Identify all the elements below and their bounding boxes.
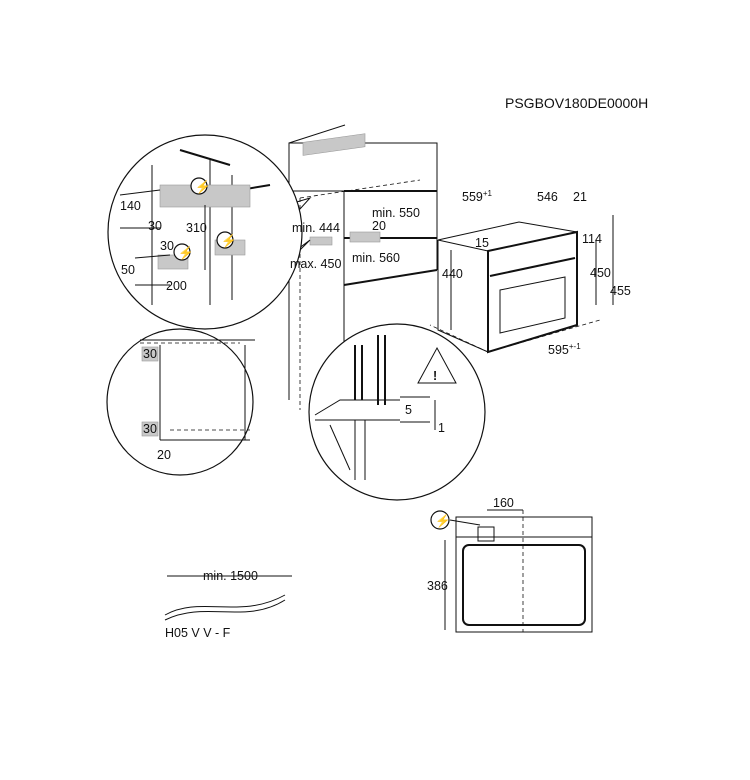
label-30b: 30	[160, 239, 174, 253]
svg-text:⚡: ⚡	[178, 245, 194, 261]
label-30-top: 30	[143, 347, 157, 361]
label-386: 386	[427, 579, 448, 593]
label-min-550: min. 550	[372, 206, 420, 220]
label-455: 455	[610, 284, 631, 298]
label-5: 5	[405, 403, 412, 417]
svg-text:⚡: ⚡	[195, 179, 211, 195]
svg-text:!: !	[433, 369, 437, 383]
label-max-450: max. 450	[290, 257, 341, 271]
label-546: 546	[537, 190, 558, 204]
label-30a: 30	[148, 219, 162, 233]
label-min-444: min. 444	[292, 221, 340, 235]
warning-triangle-icon: !	[417, 346, 457, 384]
label-450: 450	[590, 266, 611, 280]
connection-drawing: ⚡	[430, 509, 593, 633]
model-code: PSGBOV180DE0000H	[505, 95, 648, 111]
svg-text:⚡: ⚡	[221, 233, 237, 249]
label-559: 559+1	[462, 189, 493, 204]
label-50: 50	[121, 263, 135, 277]
label-160: 160	[493, 496, 514, 510]
label-200: 200	[166, 279, 187, 293]
label-20-side: 20	[157, 448, 171, 462]
label-cable-type: H05 V V - F	[165, 626, 231, 640]
detail-side-clearance	[106, 328, 254, 476]
label-21: 21	[573, 190, 587, 204]
label-20: 20	[372, 219, 386, 233]
power-bolt-icon: ⚡ ⚡ ⚡	[173, 177, 237, 261]
label-595: 595+-1	[548, 342, 581, 357]
detail-mounting	[308, 323, 486, 501]
label-min-560: min. 560	[352, 251, 400, 265]
oven-drawing	[429, 221, 601, 354]
label-1: 1	[438, 421, 445, 435]
label-114: 114	[582, 232, 602, 246]
label-15: 15	[475, 236, 489, 250]
power-bolt-icon: ⚡	[435, 513, 451, 529]
label-440: 440	[442, 267, 463, 281]
label-140: 140	[120, 199, 141, 213]
label-cable-length: min. 1500	[203, 569, 258, 583]
detail-power-zones-lines	[119, 149, 271, 305]
label-310: 310	[186, 221, 207, 235]
label-30-bottom: 30	[143, 422, 157, 436]
